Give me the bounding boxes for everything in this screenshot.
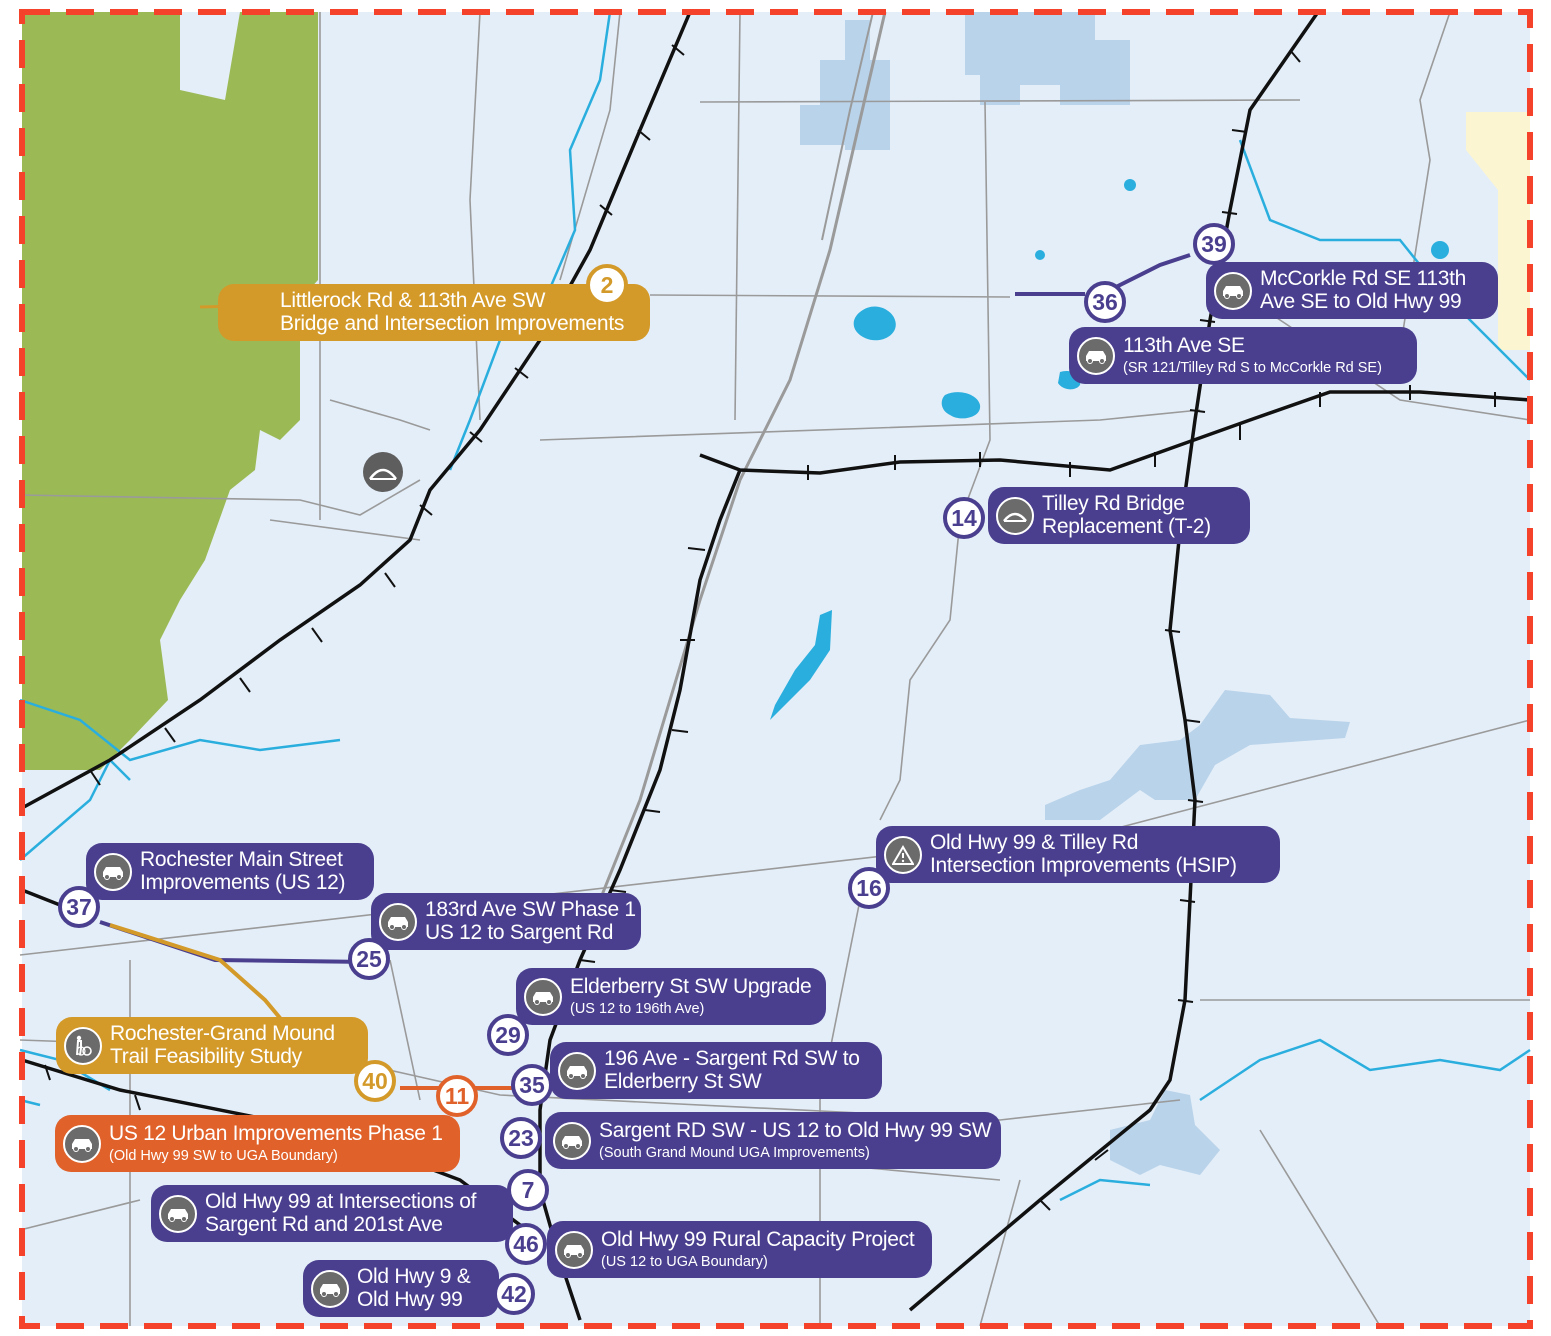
tan-area (1466, 112, 1530, 350)
project-subtitle: Intersection Improvements (HSIP) (930, 853, 1237, 877)
project-label-29[interactable]: Elderberry St SW Upgrade (US 12 to 196th … (516, 968, 826, 1025)
project-subtitle: US 12 to Sargent Rd (425, 920, 614, 944)
urban-area-north (800, 20, 890, 150)
project-title: 196 Ave - Sargent Rd SW to (604, 1047, 860, 1071)
urban-area-grand-mound (1045, 690, 1350, 820)
car-icon (379, 902, 417, 941)
project-subtitle: Bridge and Intersection Improvements (280, 311, 625, 335)
project-badge-11[interactable]: 11 (436, 1075, 478, 1117)
urban-area-south (1110, 1090, 1220, 1175)
project-badge-29[interactable]: 29 (487, 1014, 529, 1056)
car-icon (558, 1051, 596, 1090)
project-badge-35[interactable]: 35 (511, 1064, 553, 1106)
project-badge-37[interactable]: 37 (58, 886, 100, 928)
project-subtitle: Improvements (US 12) (140, 870, 346, 894)
streams (19, 11, 1531, 1202)
project-subtitle: Ave SE to Old Hwy 99 (1260, 289, 1462, 313)
project-subtitle: (US 12 to UGA Boundary) (601, 1253, 768, 1270)
project-title: Littlerock Rd & 113th Ave SW (280, 289, 546, 313)
project-title: 183rd Ave SW Phase 1 (425, 898, 636, 922)
railroad-ties (44, 44, 1496, 1211)
project-title: US 12 Urban Improvements Phase 1 (109, 1121, 443, 1145)
project-subtitle: (South Grand Mound UGA Improvements) (599, 1144, 870, 1161)
secondary-highway (598, 11, 887, 901)
project-badge-7[interactable]: 7 (507, 1169, 549, 1211)
car-icon (159, 1194, 197, 1233)
car-icon (94, 852, 132, 891)
project-label-11[interactable]: US 12 Urban Improvements Phase 1 (Old Hwy… (55, 1115, 460, 1172)
study-area-boundary (19, 9, 1533, 1329)
project-title: Elderberry St SW Upgrade (570, 974, 812, 998)
warning-icon (884, 835, 922, 874)
car-icon (311, 1269, 349, 1308)
project-title: Tilley Rd Bridge (1042, 492, 1185, 516)
project-badge-39[interactable]: 39 (1193, 223, 1235, 265)
project-subtitle: Old Hwy 99 (357, 1287, 463, 1311)
car-icon (1214, 271, 1252, 310)
project-line-39 (1109, 253, 1191, 292)
bridge-icon (996, 496, 1034, 535)
project-title: Rochester Main Street (140, 848, 343, 872)
project-subtitle: Replacement (T-2) (1042, 514, 1211, 538)
project-title: Old Hwy 99 & Tilley Rd (930, 831, 1139, 855)
car-icon (553, 1121, 591, 1160)
project-label-36[interactable]: 113th Ave SE (SR 121/Tilley Rd S to McCor… (1069, 327, 1417, 384)
project-subtitle: Sargent Rd and 201st Ave (205, 1212, 443, 1236)
project-title: Old Hwy 99 Rural Capacity Project (601, 1227, 915, 1251)
project-badge-42[interactable]: 42 (493, 1273, 535, 1315)
project-subtitle: (SR 121/Tilley Rd S to McCorkle Rd SE) (1123, 359, 1382, 376)
project-badge-36[interactable]: 36 (1084, 281, 1126, 323)
project-title: Rochester-Grand Mound (110, 1022, 335, 1046)
lakes (770, 179, 1449, 720)
project-subtitle: Elderberry St SW (604, 1069, 762, 1093)
project-badge-40[interactable]: 40 (354, 1060, 396, 1102)
project-label-42[interactable]: Old Hwy 9 &Old Hwy 99 (303, 1260, 499, 1317)
project-badge-46[interactable]: 46 (505, 1223, 547, 1265)
pedestrian-bike-icon (64, 1026, 102, 1065)
car-icon (63, 1124, 101, 1163)
project-title: McCorkle Rd SE 113th (1260, 267, 1467, 291)
project-title: Sargent RD SW - US 12 to Old Hwy 99 SW (599, 1118, 992, 1142)
project-title: Old Hwy 9 & (357, 1265, 471, 1289)
project-badge-23[interactable]: 23 (500, 1117, 542, 1159)
bridge-icon (363, 452, 403, 492)
project-title: Old Hwy 99 at Intersections of (205, 1190, 477, 1214)
forest-area (22, 12, 318, 770)
project-label-46[interactable]: Old Hwy 99 Rural Capacity Project (US 12 … (547, 1221, 932, 1278)
project-badge-2[interactable]: 2 (586, 264, 628, 306)
car-icon (1077, 336, 1115, 375)
project-label-23[interactable]: Sargent RD SW - US 12 to Old Hwy 99 SW (S… (545, 1112, 1001, 1169)
car-icon (524, 977, 562, 1016)
urban-area-north-east (965, 12, 1130, 105)
project-badge-25[interactable]: 25 (348, 938, 390, 980)
project-subtitle: (US 12 to 196th Ave) (570, 1000, 705, 1017)
project-badge-14[interactable]: 14 (943, 497, 985, 539)
project-line-40 (109, 923, 292, 1032)
project-badge-16[interactable]: 16 (848, 867, 890, 909)
project-subtitle: (Old Hwy 99 SW to UGA Boundary) (109, 1147, 338, 1164)
project-title: 113th Ave SE (1123, 333, 1245, 357)
project-subtitle: Trail Feasibility Study (110, 1044, 302, 1068)
car-icon (555, 1230, 593, 1269)
